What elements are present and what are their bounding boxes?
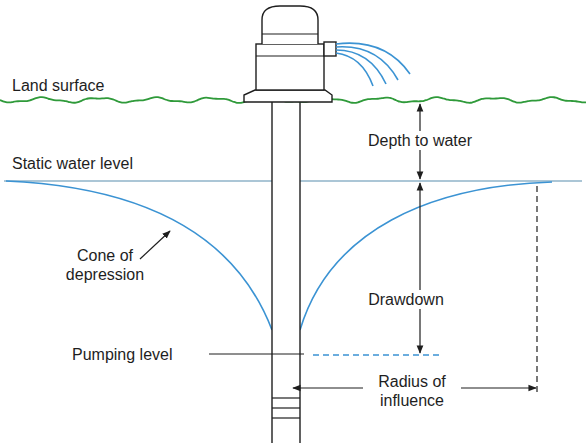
pump-body [256, 44, 324, 90]
dimension-label: Drawdown [365, 290, 447, 309]
casing-wall [271, 98, 272, 443]
callout-label: Pumping level [72, 345, 173, 364]
callout-label: Cone of depression [55, 246, 155, 284]
casing-wall [299, 98, 300, 443]
discharge-water [336, 43, 410, 86]
screen-slot [272, 407, 300, 408]
well-casing [272, 98, 300, 443]
cone-curve [300, 182, 552, 330]
cone-leader [140, 231, 170, 259]
pumping-level-line [313, 354, 440, 356]
pump-body [256, 55, 324, 56]
pump-motor [262, 6, 318, 44]
drawdown-arrow [419, 183, 420, 353]
screen-slot [272, 417, 300, 418]
radius-extent-line [536, 186, 537, 392]
pumping-level-leader [209, 354, 304, 355]
dimension-label: Radius of influence [363, 372, 461, 410]
cone-curve [6, 181, 272, 330]
well-screen [272, 398, 300, 418]
pump-base [244, 90, 332, 102]
dimension-label: Depth to water [365, 131, 475, 150]
pump-spout [324, 42, 336, 56]
water-level-label: Static water level [12, 154, 133, 173]
surface-label: Land surface [12, 76, 105, 95]
pump-motor [262, 33, 318, 34]
screen-slot [272, 397, 300, 398]
